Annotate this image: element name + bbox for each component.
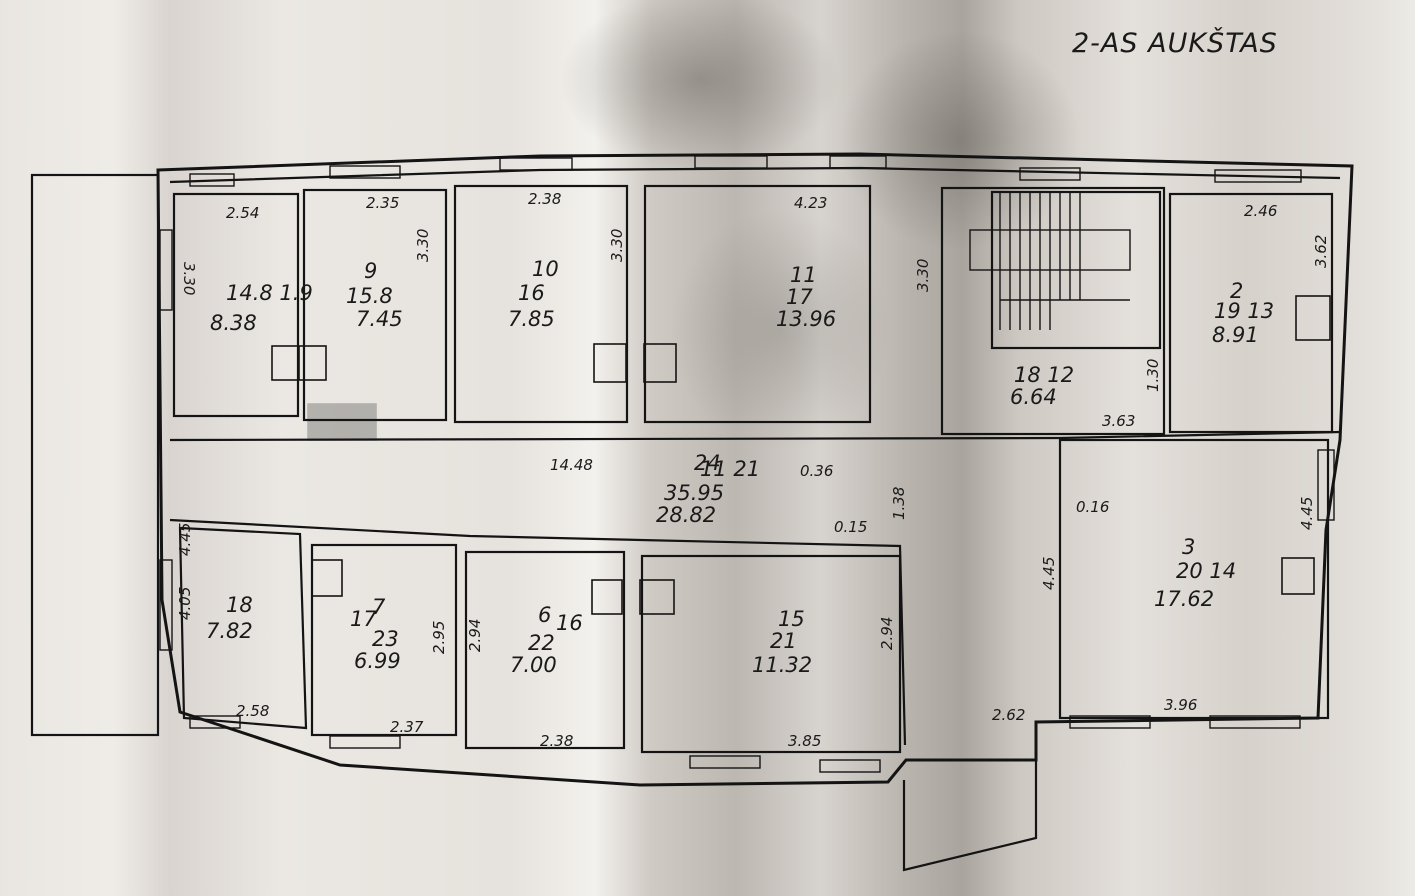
dim-6-w: 2.38: [540, 732, 573, 750]
dim-2-w: 2.46: [1244, 202, 1277, 220]
dim-18-h: 4.05: [176, 587, 194, 620]
dim-misc-3: 0.16: [1076, 498, 1109, 516]
dim-corridor: 14.48: [550, 456, 593, 474]
room-17-area: 6.99: [354, 649, 401, 673]
room-17-number: 17: [350, 607, 377, 631]
dim-10-h: 3.30: [608, 229, 626, 262]
shade-top: [560, 0, 840, 170]
dim-15-h: 2.94: [878, 617, 896, 650]
corridor-top-wall: [169, 430, 1341, 442]
room-6-label: 22: [528, 631, 555, 655]
dim-10-w: 2.38: [528, 190, 561, 208]
room-6: [464, 550, 626, 750]
walls: [30, 152, 1354, 872]
dim-18-w: 2.58: [236, 702, 269, 720]
room-11-area: 13.96: [776, 307, 836, 331]
room-8-area: 8.38: [210, 311, 257, 335]
room-24-area: 28.82: [656, 503, 716, 527]
dim-misc-2: 4.45: [1040, 557, 1058, 590]
room-9: [302, 188, 448, 422]
dim-17-w: 2.37: [390, 718, 424, 736]
dim-misc-6: 0.15: [834, 518, 867, 536]
outer-wall-inner-top: [169, 166, 1341, 184]
room-16-number: 16: [556, 611, 583, 635]
room-11: [643, 184, 872, 424]
room-1-area: 6.64: [1010, 385, 1057, 409]
balcony-left: [30, 173, 160, 737]
room-11-number: 11: [790, 263, 817, 287]
dim-misc-5: 2.62: [992, 706, 1025, 724]
room-6-area: 7.00: [510, 653, 557, 677]
fixtures: [271, 295, 1331, 615]
room-7-number: 7: [372, 595, 386, 619]
room-15-number: 15: [778, 607, 805, 631]
windows: [159, 155, 1335, 773]
room-17: [310, 543, 458, 737]
room-17-label: 23: [372, 627, 399, 651]
entrance: [902, 760, 1038, 872]
room-24-label: 11 21: [700, 457, 760, 481]
dim-15-w: 3.85: [788, 732, 821, 750]
room-9-number: 9: [364, 259, 377, 283]
room-1: [940, 186, 1166, 436]
stair-steps: [969, 192, 1131, 330]
hall-area: 35.95: [664, 481, 724, 505]
dim-corridor-b: 0.36: [800, 462, 833, 480]
room-1-number: 1: [1014, 363, 1027, 387]
dim-2-h: 3.62: [1312, 235, 1330, 268]
room-3: [1058, 438, 1330, 720]
room-9-label: 15.8: [346, 284, 393, 308]
dim-6-h: 2.94: [466, 619, 484, 652]
room-areas: 8.38 7.45 7.85 13.96 6.64 8.91 7.82 6.99…: [206, 307, 1259, 677]
room-6-number: 6: [538, 603, 551, 627]
dim-11-w: 4.23: [794, 194, 827, 212]
dim-1-w: 3.63: [1102, 412, 1135, 430]
dim-11-h: 3.30: [914, 259, 932, 292]
dim-9-h: 3.30: [414, 229, 432, 262]
dim-3-w: 3.96: [1164, 696, 1197, 714]
shade-mid: [670, 210, 890, 450]
room-24-number: 24: [694, 451, 721, 475]
room-18-number: 18: [226, 593, 253, 617]
dim-8-h: 3.30: [180, 262, 198, 295]
room-10-label: 16: [518, 281, 545, 305]
corridor-bottom-wall: [169, 518, 907, 746]
dim-9-w: 2.35: [366, 194, 399, 212]
room-labels: 9 10 11 2 1 18 17 7 6 16 15 3 24: [226, 257, 1243, 635]
room-2: [1168, 192, 1334, 434]
room-3-label: 20 14: [1176, 559, 1236, 583]
room-2-label: 19 13: [1214, 299, 1274, 323]
room-1-label: 18 12: [1014, 363, 1074, 387]
dim-17-h: 2.95: [430, 621, 448, 654]
dimensions: 2.54 2.35 2.38 4.23 2.46 3.63 14.48 0.36…: [176, 190, 1330, 750]
room-18: [178, 526, 308, 730]
room-old-labels: 14.8 1.9 15.8 16 17 18 12 19 13 23 22 21…: [226, 281, 1274, 655]
room-18-area: 7.82: [206, 619, 253, 643]
room-3-number: 3: [1182, 535, 1195, 559]
dim-misc-7: 4.45: [176, 523, 194, 556]
shade-right: [840, 30, 1080, 250]
room-2-number: 2: [1230, 279, 1243, 303]
room-15: [640, 554, 902, 754]
plan-title: 2-AS AUKŠTAS: [1072, 27, 1278, 59]
room-10-number: 10: [532, 257, 559, 281]
room-8: [172, 192, 300, 418]
dim-8-w: 2.54: [226, 204, 259, 222]
room-2-area: 8.91: [1212, 323, 1259, 347]
room-15-area: 11.32: [752, 653, 812, 677]
room-10-area: 7.85: [508, 307, 555, 331]
room-10: [453, 184, 629, 424]
dim-1-h: 1.30: [1144, 359, 1162, 392]
dim-misc-1: 1.38: [890, 487, 908, 520]
dim-3-h: 4.45: [1298, 497, 1316, 530]
room-3-area: 17.62: [1154, 587, 1214, 611]
room-9-area: 7.45: [356, 307, 403, 331]
room-8-label: 14.8 1.9: [226, 281, 313, 305]
outer-wall: [156, 152, 1354, 787]
room-11-label: 17: [786, 285, 813, 309]
room-15-label: 21: [770, 629, 797, 653]
